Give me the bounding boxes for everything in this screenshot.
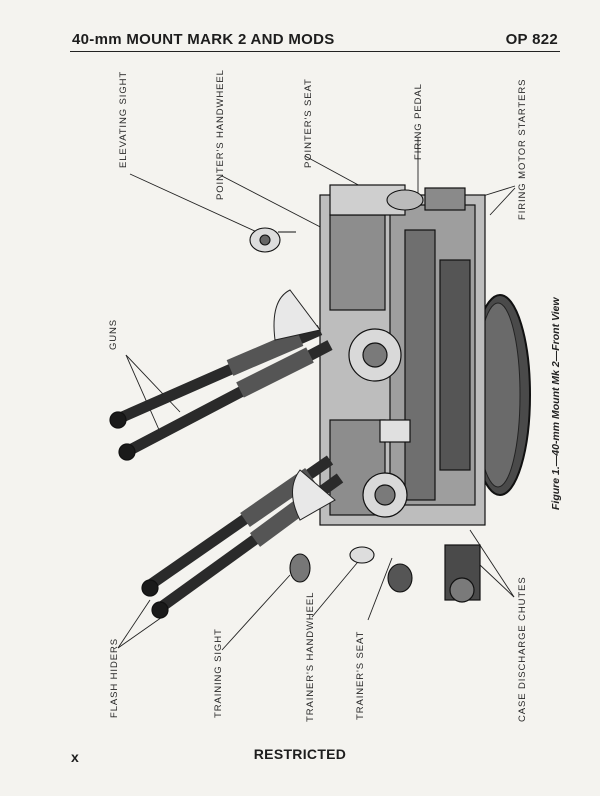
shields (273, 289, 336, 521)
upper-guns (109, 324, 333, 461)
page-number: x (71, 749, 79, 765)
label-case-discharge-chutes: CASE DISCHARGE CHUTES (517, 576, 528, 722)
label-pointers-handwheel: POINTER'S HANDWHEEL (215, 69, 226, 200)
label-trainers-handwheel: TRAINER'S HANDWHEEL (305, 591, 316, 722)
page-header-title: 40-mm MOUNT MARK 2 AND MODS (72, 31, 335, 48)
document-number: OP 822 (505, 31, 558, 48)
label-trainers-seat: TRAINER'S SEAT (355, 630, 366, 720)
label-guns: GUNS (108, 318, 119, 350)
label-pointers-seat: POINTER'S SEAT (303, 78, 314, 168)
label-training-sight: TRAINING SIGHT (213, 628, 224, 718)
leader-lines (117, 138, 516, 651)
carriage (319, 184, 486, 603)
sights-and-seats (249, 189, 424, 593)
label-firing-motor-starters: FIRING MOTOR STARTERS (517, 78, 528, 220)
security-marking: RESTRICTED (253, 746, 347, 762)
label-flash-hiders: FLASH HIDERS (109, 638, 120, 718)
figure-caption: Figure 1.—40-mm Mount Mk 2—Front View (550, 297, 562, 510)
label-elevating-sight: ELEVATING SIGHT (118, 70, 129, 168)
header-rule (70, 51, 560, 52)
label-firing-pedal: FIRING PEDAL (413, 83, 424, 160)
page-header: 40-mm MOUNT MARK 2 AND MODS OP 822 (72, 31, 558, 49)
